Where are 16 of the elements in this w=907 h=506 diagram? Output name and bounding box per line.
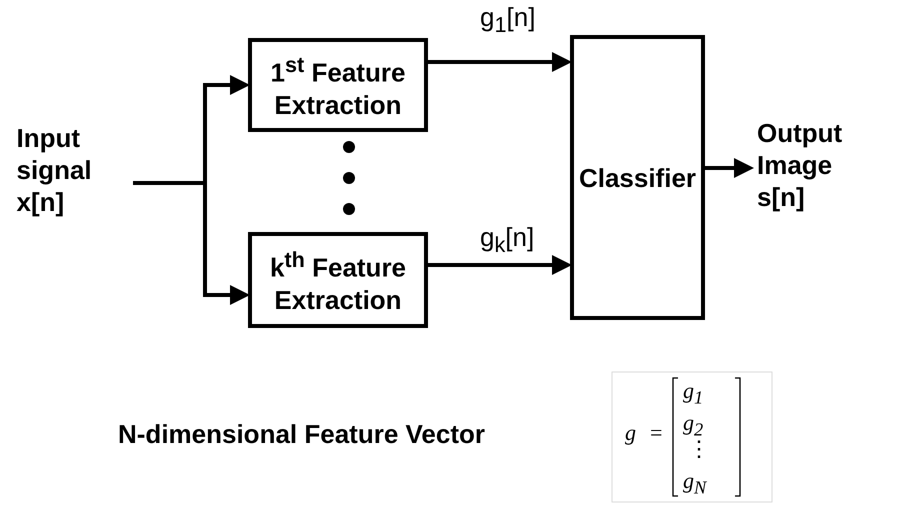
caption-text: N-dimensional Feature Vector xyxy=(118,418,485,450)
process-box xyxy=(248,232,428,328)
math-symbol: = xyxy=(650,420,662,446)
arrow xyxy=(428,52,572,72)
process-box xyxy=(570,35,705,320)
signal-label: Output Image s[n] xyxy=(757,117,844,213)
box-label: Classifier xyxy=(578,162,696,194)
arrow xyxy=(428,255,572,275)
signal-label: Input signal x[n] xyxy=(16,122,93,218)
matrix-entry: g$_{1}$ xyxy=(683,378,704,408)
arrow xyxy=(705,158,754,178)
box-label: 1$^{st}$ Feature Extraction xyxy=(270,51,406,121)
math-symbol: g xyxy=(625,420,636,446)
box-label: k$^{th}$ Feature Extraction xyxy=(268,246,408,316)
matrix-entry: g$_{N}$ xyxy=(683,468,706,498)
process-box xyxy=(248,38,428,132)
